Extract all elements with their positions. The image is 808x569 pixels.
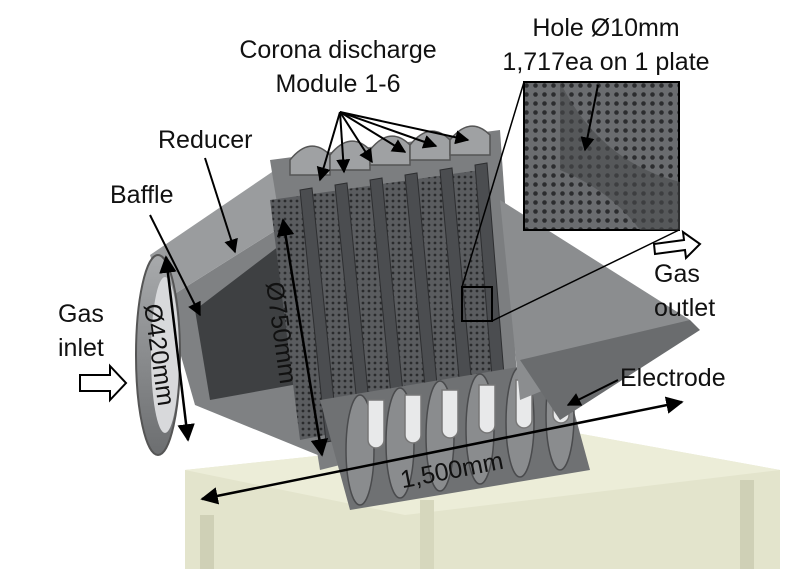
hole-detail-box [461,286,493,322]
leader-lines [149,84,619,406]
outlet-reducer [500,200,700,420]
reducer-label: Reducer [158,126,253,154]
hole-zoom-inset [461,81,680,322]
corona-label-line1: Corona discharge [239,36,436,64]
gas-outlet-label-line1: Gas [654,260,700,288]
gas-outlet-label-line2: outlet [654,294,715,322]
corona-label-line2: Module 1-6 [275,70,400,98]
gas-outlet-arrow [652,229,702,261]
hole-label-line2: 1,717ea on 1 plate [502,48,709,76]
hole-label-line1: Hole Ø10mm [532,14,679,42]
gas-inlet-label-line1: Gas [58,300,104,328]
electrode-label: Electrode [620,364,726,392]
gas-inlet-arrow [79,363,128,403]
gas-inlet-label-line2: inlet [58,334,104,362]
baffle-label: Baffle [110,181,173,209]
dimension-lines [159,218,684,505]
